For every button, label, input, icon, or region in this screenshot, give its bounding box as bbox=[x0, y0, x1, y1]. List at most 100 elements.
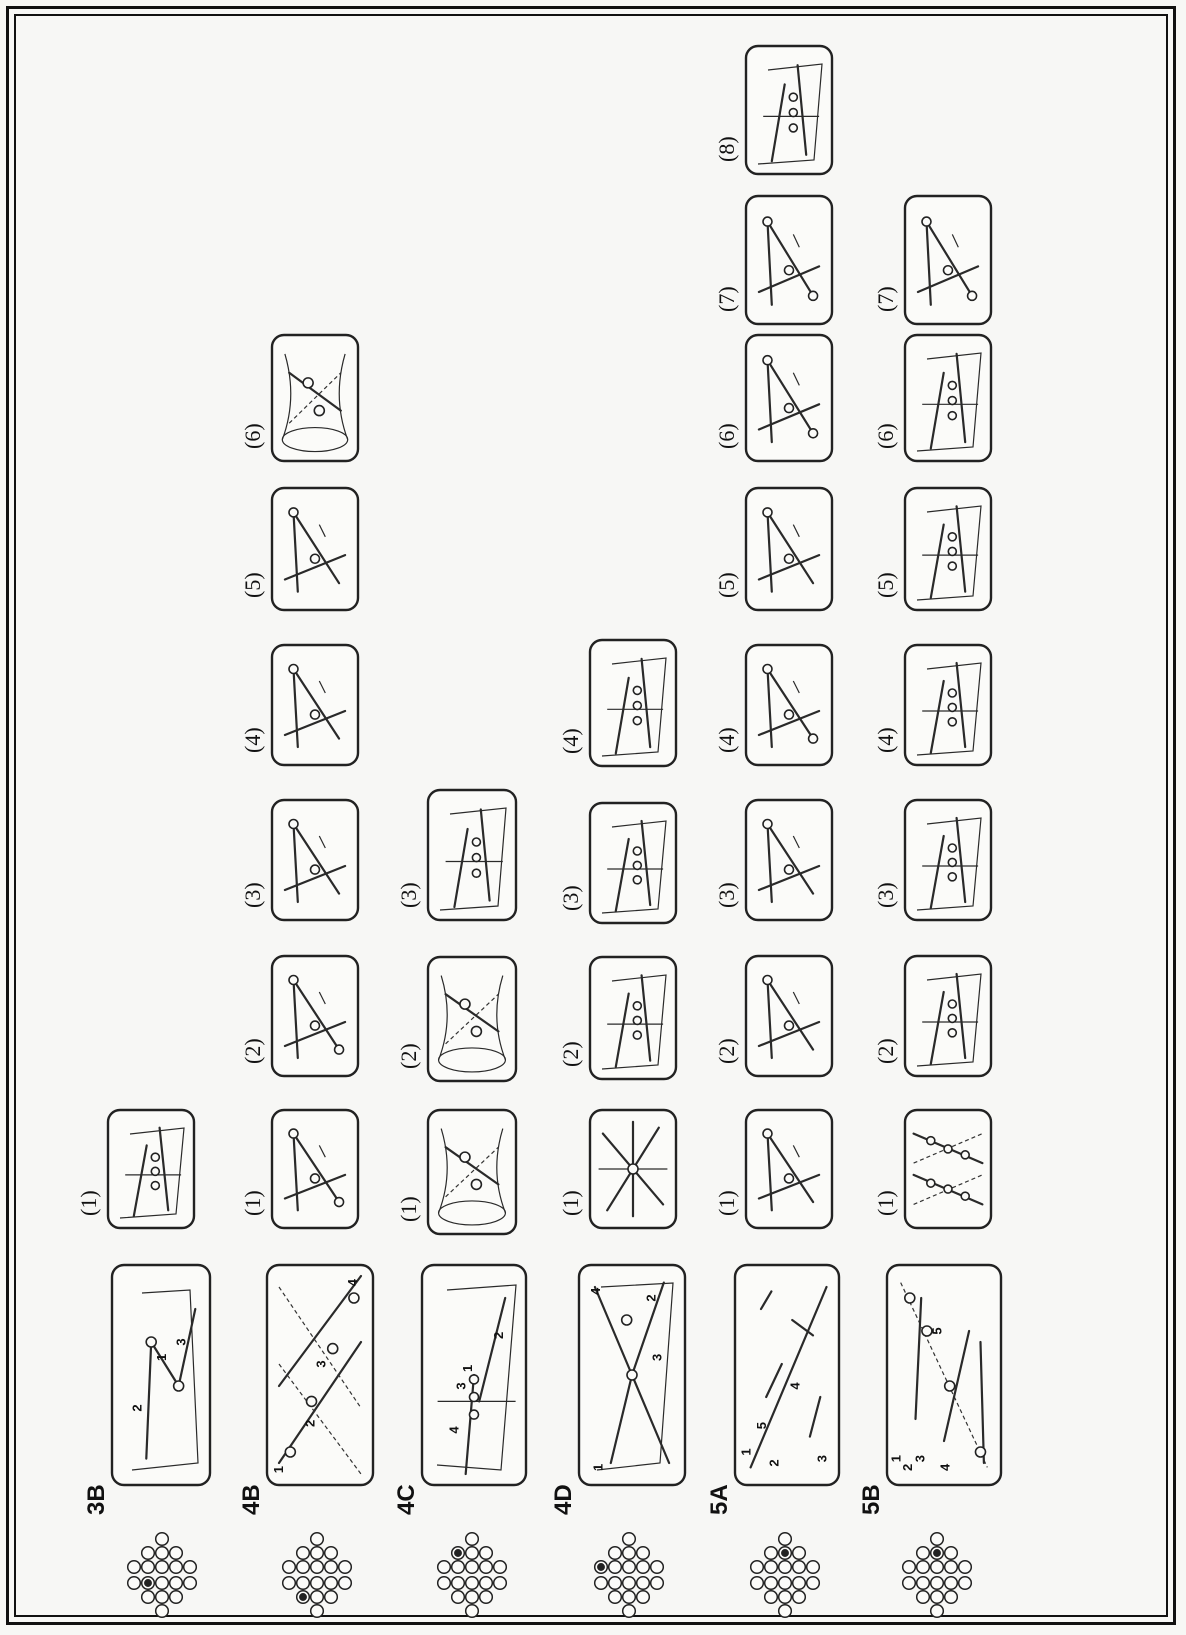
peg-circle bbox=[339, 1561, 352, 1574]
key-number-label: 1 bbox=[739, 1448, 754, 1455]
step-thumbnail: (1) bbox=[558, 1110, 676, 1228]
peg-pattern bbox=[438, 1533, 507, 1618]
step-box bbox=[272, 800, 358, 920]
step-thumbnail: (4) bbox=[714, 645, 832, 765]
peg-circle bbox=[184, 1561, 197, 1574]
step-label: (3) bbox=[714, 882, 739, 908]
peg-circle bbox=[609, 1577, 622, 1590]
step-thumbnail: (6) bbox=[873, 335, 991, 461]
peg-circle bbox=[609, 1591, 622, 1604]
peg-circle bbox=[765, 1561, 778, 1574]
step-thumbnail: (4) bbox=[558, 640, 676, 766]
peg-circle bbox=[283, 1577, 296, 1590]
peg-circle bbox=[651, 1561, 664, 1574]
key-number-label: 3 bbox=[313, 1360, 328, 1367]
key-number-label: 1 bbox=[889, 1455, 904, 1462]
key-number-label: 2 bbox=[767, 1459, 782, 1466]
peg-circle bbox=[623, 1605, 636, 1618]
peg-pattern bbox=[128, 1533, 197, 1618]
peg-circle bbox=[623, 1547, 636, 1560]
peg-circle bbox=[170, 1547, 183, 1560]
peg-circle bbox=[807, 1577, 820, 1590]
step-label: (3) bbox=[558, 885, 583, 911]
peg-circle bbox=[480, 1577, 493, 1590]
step-box bbox=[746, 46, 832, 174]
step-thumbnail: (2) bbox=[714, 956, 832, 1076]
step-label: (3) bbox=[396, 882, 421, 908]
peg-circle bbox=[931, 1605, 944, 1618]
key-number-label: 3 bbox=[174, 1338, 189, 1345]
peg-circle bbox=[931, 1591, 944, 1604]
peg-circle bbox=[751, 1561, 764, 1574]
peg-circle bbox=[945, 1577, 958, 1590]
peg-circle bbox=[917, 1547, 930, 1560]
step-box bbox=[746, 335, 832, 461]
step-label: (7) bbox=[714, 286, 739, 312]
key-number-label: 3 bbox=[815, 1455, 830, 1462]
peg-circle bbox=[903, 1561, 916, 1574]
peg-circle bbox=[595, 1577, 608, 1590]
peg-circle bbox=[959, 1577, 972, 1590]
step-label: (8) bbox=[714, 136, 739, 162]
step-label: (1) bbox=[873, 1190, 898, 1216]
peg-circle bbox=[311, 1547, 324, 1560]
step-thumbnail: (2) bbox=[396, 957, 516, 1081]
step-thumbnail: (7) bbox=[873, 196, 991, 324]
peg-circle bbox=[959, 1561, 972, 1574]
step-label: (5) bbox=[240, 572, 265, 598]
sequence-label: 5A bbox=[706, 1484, 733, 1515]
peg-circle bbox=[623, 1591, 636, 1604]
key-number-label: 4 bbox=[588, 1287, 603, 1295]
peg-circle bbox=[945, 1547, 958, 1560]
peg-circle bbox=[466, 1591, 479, 1604]
peg-pattern bbox=[283, 1533, 352, 1618]
step-thumbnail: (5) bbox=[714, 488, 832, 610]
peg-circle bbox=[297, 1561, 310, 1574]
key-number-label: 5 bbox=[930, 1327, 945, 1334]
peg-circle bbox=[779, 1591, 792, 1604]
step-thumbnail: (5) bbox=[873, 488, 991, 610]
peg-circle bbox=[945, 1591, 958, 1604]
peg-circle bbox=[156, 1577, 169, 1590]
peg-circle bbox=[793, 1561, 806, 1574]
peg-active-dot bbox=[455, 1550, 461, 1556]
step-box bbox=[272, 1110, 358, 1228]
step-thumbnail: (3) bbox=[396, 790, 516, 920]
peg-circle bbox=[765, 1577, 778, 1590]
peg-pattern bbox=[595, 1533, 664, 1618]
peg-circle bbox=[765, 1547, 778, 1560]
key-diagram-box bbox=[112, 1265, 210, 1485]
peg-circle bbox=[325, 1561, 338, 1574]
peg-circle bbox=[480, 1591, 493, 1604]
peg-circle bbox=[142, 1591, 155, 1604]
peg-circle bbox=[311, 1591, 324, 1604]
step-thumbnail: (1) bbox=[240, 1110, 358, 1228]
peg-circle bbox=[128, 1561, 141, 1574]
peg-circle bbox=[480, 1561, 493, 1574]
peg-circle bbox=[793, 1547, 806, 1560]
step-thumbnail: (8) bbox=[714, 46, 832, 174]
peg-circle bbox=[793, 1577, 806, 1590]
step-box bbox=[905, 1110, 991, 1228]
sequence-label: 4D bbox=[550, 1484, 577, 1515]
peg-circle bbox=[128, 1577, 141, 1590]
key-number-label: 3 bbox=[913, 1455, 928, 1462]
step-label: (6) bbox=[714, 423, 739, 449]
peg-circle bbox=[170, 1561, 183, 1574]
step-thumbnail: (1) bbox=[714, 1110, 832, 1228]
peg-circle bbox=[311, 1533, 324, 1546]
peg-circle bbox=[156, 1591, 169, 1604]
key-number-label: 2 bbox=[303, 1420, 318, 1427]
step-box bbox=[746, 956, 832, 1076]
step-label: (2) bbox=[873, 1038, 898, 1064]
step-label: (5) bbox=[873, 572, 898, 598]
key-number-label: 2 bbox=[491, 1332, 506, 1339]
peg-circle bbox=[466, 1605, 479, 1618]
peg-circle bbox=[325, 1591, 338, 1604]
peg-circle bbox=[931, 1561, 944, 1574]
peg-circle bbox=[452, 1591, 465, 1604]
peg-active-dot bbox=[934, 1550, 940, 1556]
step-label: (1) bbox=[240, 1190, 265, 1216]
